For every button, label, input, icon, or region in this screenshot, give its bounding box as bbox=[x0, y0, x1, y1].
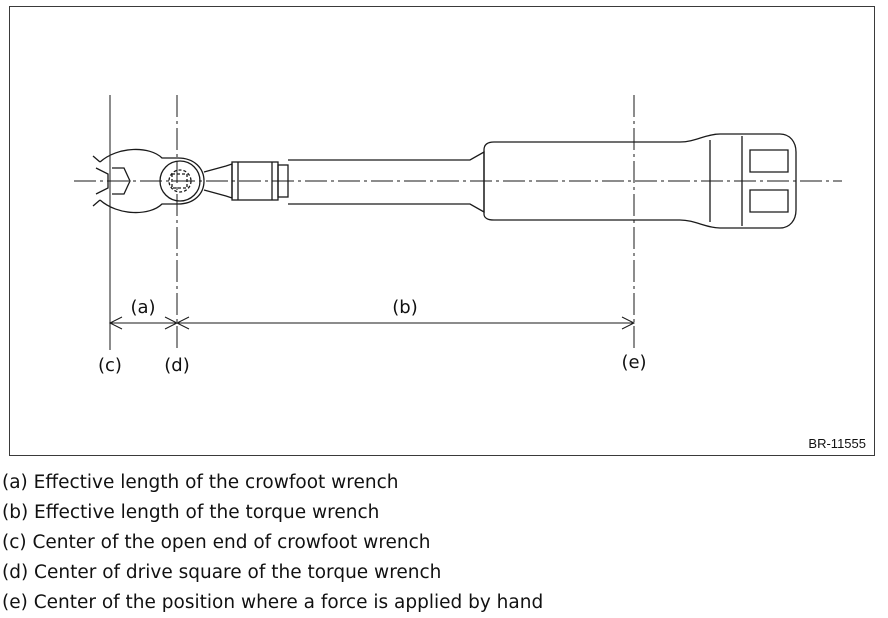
wrench-diagram: (a) (b) (c) (d) (e) bbox=[74, 95, 842, 376]
legend-item-b: (b) Effective length of the torque wrenc… bbox=[2, 502, 380, 523]
torque-wrench bbox=[203, 133, 797, 229]
crowfoot-wrench bbox=[92, 148, 205, 214]
legend-item-a: (a) Effective length of the crowfoot wre… bbox=[2, 472, 399, 493]
legend-list: (a) Effective length of the crowfoot wre… bbox=[2, 468, 543, 618]
legend-item-e: (e) Center of the position where a force… bbox=[2, 592, 544, 613]
callout-b: (b) bbox=[392, 297, 417, 318]
callout-a: (a) bbox=[130, 297, 155, 318]
figure-id: BR-11555 bbox=[808, 436, 866, 451]
legend-item-c: (c) Center of the open end of crowfoot w… bbox=[2, 532, 431, 553]
figure-frame: BR-11555 bbox=[9, 6, 875, 456]
dimension-a bbox=[108, 316, 179, 330]
legend-item-d: (d) Center of drive square of the torque… bbox=[2, 562, 442, 583]
callout-d: (d) bbox=[164, 355, 189, 376]
callout-c: (c) bbox=[98, 355, 122, 376]
dimension-b bbox=[175, 316, 636, 330]
callout-e: (e) bbox=[621, 352, 646, 373]
